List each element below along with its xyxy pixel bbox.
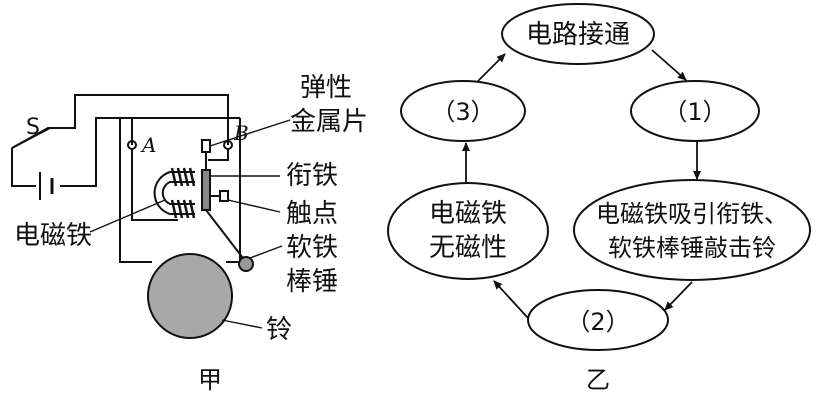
wire-a-coil: [131, 149, 178, 221]
node-step-2: [527, 289, 669, 351]
bell-cycle-diagram: [387, 3, 811, 351]
spring-label-2: 金属片: [290, 107, 368, 137]
arrow-top-to-1: [651, 49, 687, 81]
wire-b-spring: [208, 149, 229, 161]
hammer-head: [238, 256, 254, 272]
switch-lever: [11, 127, 51, 149]
node-left-text-1: 电磁铁: [429, 199, 507, 229]
caption-left: 甲: [198, 366, 222, 394]
node-bottom-text: （2）: [566, 308, 629, 336]
spring-strip-mount: [201, 139, 211, 153]
node-no-magnetism: [387, 182, 549, 280]
armature: [201, 169, 211, 211]
leader-hammer: [249, 245, 283, 259]
wire-top: [11, 148, 36, 187]
cycle-arrows: [462, 49, 701, 319]
hammer-rod: [205, 209, 247, 263]
node-right-text: （1）: [663, 98, 726, 126]
switch-label: S: [26, 115, 40, 140]
arrow-attract-to-2: [664, 281, 693, 311]
node-step-1: [630, 80, 760, 142]
bell: [147, 253, 233, 339]
arrow-3-to-top: [477, 53, 506, 82]
node-attract: [573, 179, 811, 281]
contact-label: 触点: [286, 199, 338, 229]
hammer-label-1: 软铁: [286, 233, 338, 263]
node-top-text: 电路接通: [526, 20, 630, 50]
node-top-left-text: （3）: [431, 98, 494, 126]
leader-electromagnet: [89, 199, 166, 233]
wire-battery-right: [60, 117, 133, 187]
terminal-b-label: B: [233, 121, 249, 145]
leader-contact: [227, 199, 281, 213]
node-left-text-2: 无磁性: [429, 233, 507, 263]
node-attract-text-1: 电磁铁吸引衔铁、: [596, 200, 788, 228]
contact-head: [219, 190, 229, 202]
arrow-2-to-nomag: [493, 280, 529, 319]
node-attract-text-2: 软铁棒锤敲击铃: [608, 234, 776, 262]
leader-bell: [221, 319, 263, 329]
electromagnet-label: 电磁铁: [14, 221, 92, 251]
armature-label: 衔铁: [286, 161, 338, 191]
leader-spring: [209, 119, 291, 147]
electric-bell-diagram: [11, 94, 291, 339]
node-circuit-on: [501, 3, 655, 65]
electromagnet-core: [153, 171, 195, 215]
electromagnet-coils: [170, 167, 196, 219]
bell-frame: [119, 118, 152, 263]
terminal-a-label: A: [140, 133, 156, 157]
bell-label: 铃: [266, 315, 292, 345]
node-step-3: [400, 80, 526, 142]
hammer-label-2: 棒锤: [286, 267, 338, 297]
spring-label-1: 弹性: [300, 73, 352, 103]
caption-right: 乙: [586, 366, 610, 394]
